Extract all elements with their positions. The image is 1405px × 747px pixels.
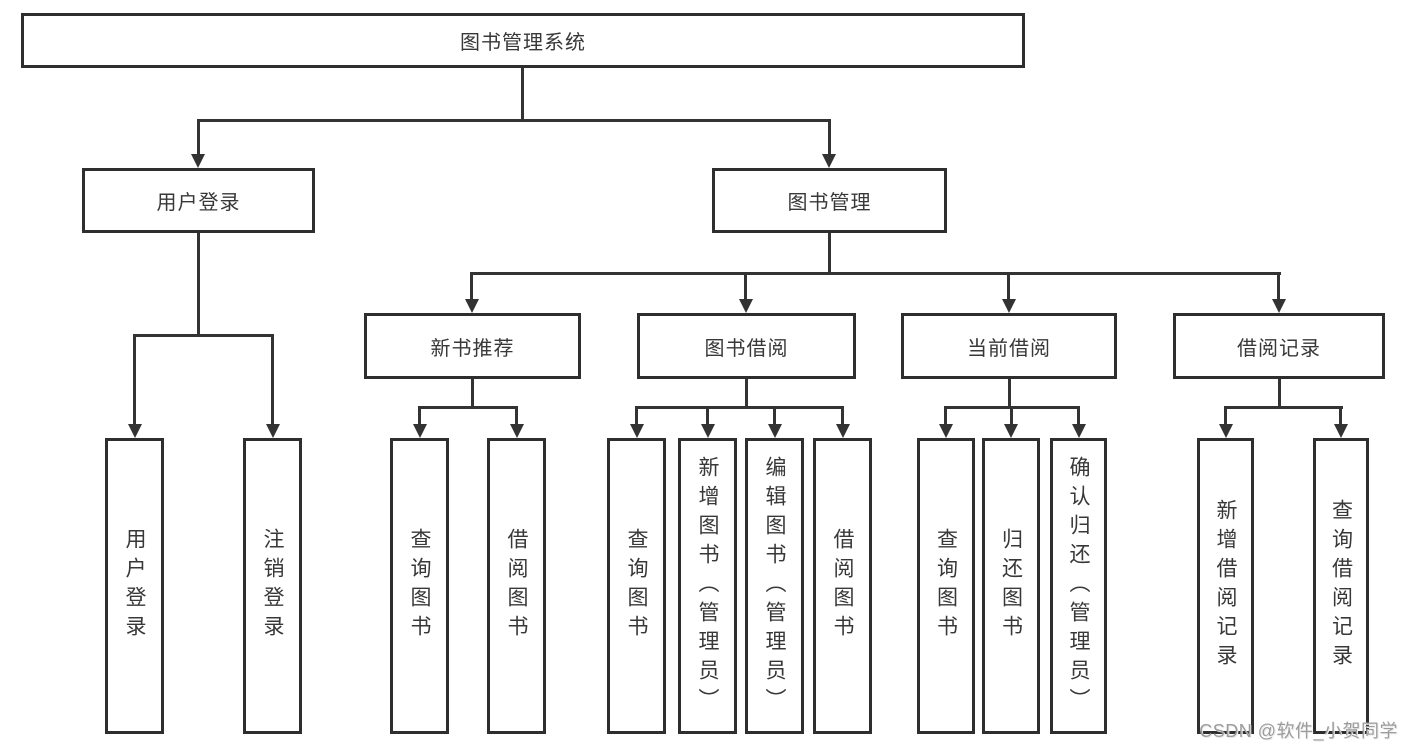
node-library-system-label: 图书管理系统 [460,32,586,54]
node-new-book-recommend: 新书推荐 [364,313,581,379]
edge-level3-rail [470,272,1281,275]
node-current-borrowing: 当前借阅 [901,313,1117,379]
leaf-borrow-books-borrowing: 借阅图书 [813,438,872,734]
arrowhead-leaf4 [510,424,524,438]
leaf-add-books-admin: 新增图书（管理员） [678,438,737,734]
edge-current-borrowing-stub [1008,379,1011,408]
node-user-login-label: 用户登录 [156,192,241,214]
arrowhead-book-management [822,154,836,168]
leaf-confirm-return-admin: 确认归还（管理员） [1050,438,1107,734]
leaf-logout: 注销登录 [243,438,302,734]
edge-drop-leaf13 [1339,406,1342,426]
leaf-confirm-return-admin-label: 确认归还（管理员） [1067,455,1090,717]
leaf-query-borrow-record-label: 查询借阅记录 [1329,499,1353,673]
leaf-query-books-recommend-label: 查询图书 [408,528,431,644]
edge-drop-leaf3 [418,406,421,426]
arrowhead-leaf13 [1334,424,1348,438]
leaf-query-books-current-label: 查询图书 [934,528,958,644]
edge-drop-leaf5 [635,406,638,426]
leaf-borrow-books-recommend: 借阅图书 [487,438,546,734]
edge-drop-leaf10 [1010,406,1013,426]
edge-drop-leaf11 [1077,406,1080,426]
leaf-logout-label: 注销登录 [261,528,284,644]
node-book-management: 图书管理 [712,168,947,233]
edge-drop-book-management [828,119,831,156]
edge-group1-rail [133,334,274,337]
arrowhead-new-book-recommend [465,299,479,313]
edge-drop-leaf6 [706,406,709,426]
leaf-borrow-books-recommend-label: 借阅图书 [505,528,528,644]
arrowhead-borrowing-records [1272,299,1286,313]
leaf-add-borrow-record-label: 新增借阅记录 [1214,499,1237,673]
arrowhead-leaf11 [1072,424,1086,438]
arrowhead-book-borrowing [739,299,753,313]
arrowhead-current-borrowing [1002,299,1016,313]
arrowhead-leaf12 [1219,424,1233,438]
edge-borrowing-records-stub [1278,379,1281,408]
leaf-query-borrow-record: 查询借阅记录 [1313,438,1369,734]
edge-new-book-recommend-stub [471,379,474,408]
leaf-query-books-borrowing-label: 查询图书 [625,528,648,644]
leaf-query-books-recommend: 查询图书 [390,438,449,734]
edge-user-login-stub [197,233,200,337]
edge-level2-rail [197,119,831,122]
edge-group2-rail [418,406,518,409]
arrowhead-leaf3 [413,424,427,438]
edge-book-management-stub [828,233,831,275]
node-borrowing-records: 借阅记录 [1173,313,1385,379]
edge-drop-leaf9 [944,406,947,426]
leaf-borrow-books-borrowing-label: 借阅图书 [831,528,854,644]
edge-drop-book-borrowing [744,272,747,300]
leaf-query-books-borrowing: 查询图书 [607,438,666,734]
edge-drop-new-book-recommend [470,272,473,300]
arrowhead-leaf8 [836,424,850,438]
node-borrowing-records-label: 借阅记录 [1237,337,1321,360]
arrowhead-leaf9 [939,424,953,438]
edge-group3-rail [635,406,844,409]
leaf-add-books-admin-label: 新增图书（管理员） [696,455,719,717]
node-current-borrowing-label: 当前借阅 [967,337,1051,360]
edge-drop-leaf8 [841,406,844,426]
csdn-watermark: CSDN @软件_小贺同学 [1199,721,1398,741]
node-library-system: 图书管理系统 [21,13,1025,68]
node-book-borrowing-label: 图书借阅 [704,337,789,360]
node-book-borrowing: 图书借阅 [637,313,856,379]
arrowhead-leaf1 [128,424,142,438]
edge-drop-leaf2 [271,334,274,426]
node-book-management-label: 图书管理 [787,192,872,214]
edge-group5-rail [1224,406,1343,409]
node-new-book-recommend-label: 新书推荐 [430,337,515,360]
edge-drop-leaf4 [515,406,518,426]
leaf-return-books: 归还图书 [982,438,1040,734]
edge-drop-current-borrowing [1007,272,1010,300]
leaf-add-borrow-record: 新增借阅记录 [1197,438,1254,734]
edge-root-stub [521,68,524,119]
arrowhead-leaf2 [266,424,280,438]
arrowhead-user-login [191,154,205,168]
leaf-user-login-label: 用户登录 [123,528,146,644]
arrowhead-leaf5 [630,424,644,438]
edge-drop-leaf1 [133,334,136,426]
edge-drop-user-login [197,119,200,156]
arrowhead-leaf6 [701,424,715,438]
leaf-edit-books-admin: 编辑图书（管理员） [745,438,804,734]
arrowhead-leaf10 [1004,424,1018,438]
edge-book-borrowing-stub [745,379,748,408]
node-user-login: 用户登录 [82,168,315,233]
leaf-return-books-label: 归还图书 [999,528,1023,644]
edge-drop-leaf7 [773,406,776,426]
leaf-user-login: 用户登录 [105,438,164,734]
edge-drop-leaf12 [1224,406,1227,426]
leaf-edit-books-admin-label: 编辑图书（管理员） [763,455,786,717]
edge-drop-borrowing-records [1277,272,1280,300]
leaf-query-books-current: 查询图书 [917,438,975,734]
arrowhead-leaf7 [768,424,782,438]
